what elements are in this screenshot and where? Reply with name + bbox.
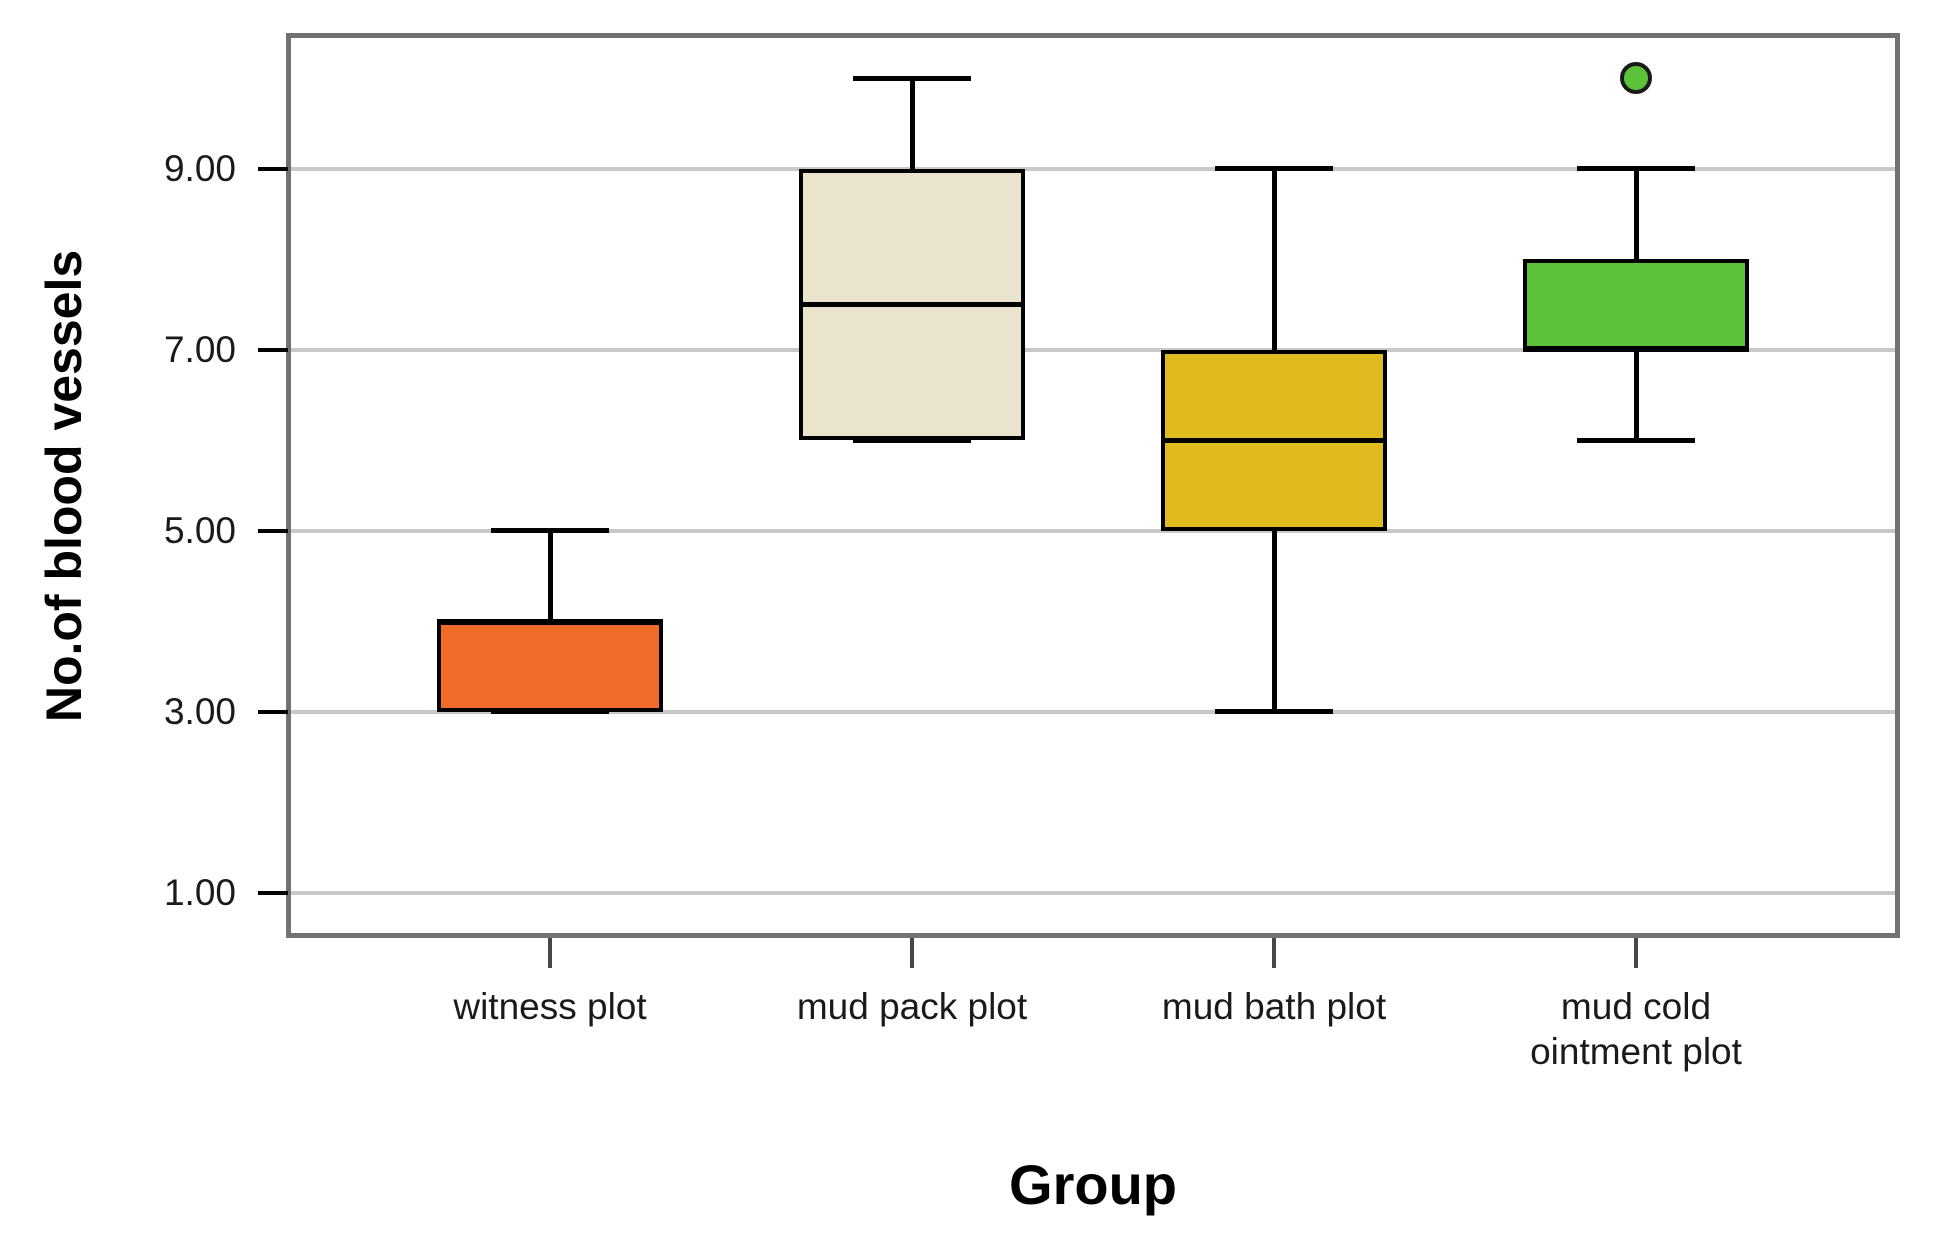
y-axis-tick — [258, 890, 288, 895]
y-gridline — [291, 528, 1895, 533]
whisker-cap-max — [1577, 166, 1695, 172]
whisker-cap-min — [853, 437, 971, 443]
plot-area-frame — [286, 33, 1900, 938]
y-gridline — [291, 166, 1895, 171]
median-line — [799, 302, 1025, 307]
y-tick-label: 5.00 — [163, 509, 236, 551]
whisker-cap-min — [1215, 709, 1333, 715]
whisker-cap-max — [491, 528, 609, 534]
median-line — [437, 618, 663, 624]
x-axis-tick — [910, 938, 914, 968]
box-1 — [437, 621, 663, 712]
x-axis-tick — [1634, 938, 1638, 968]
x-axis-title: Group — [1009, 1153, 1177, 1216]
median-line — [1523, 347, 1749, 353]
y-tick-label: 3.00 — [163, 690, 236, 732]
y-axis-title: No.of blood vessels — [36, 249, 92, 722]
whisker-cap-max — [1215, 166, 1333, 172]
x-category-label: mud bath plot — [1161, 986, 1387, 1027]
y-tick-label: 9.00 — [163, 147, 236, 189]
y-gridline — [291, 347, 1895, 352]
y-axis-tick — [258, 347, 288, 352]
y-gridline — [291, 890, 1895, 895]
x-axis-tick — [1272, 938, 1276, 968]
median-line — [1161, 437, 1387, 443]
x-category-label: witness plot — [453, 986, 647, 1027]
x-category-label: mud cold ointment plot — [1530, 986, 1742, 1072]
x-axis-tick — [548, 938, 552, 968]
whisker-cap-max — [853, 75, 971, 81]
y-tick-label: 7.00 — [163, 328, 236, 370]
outlier-point — [1620, 62, 1652, 95]
y-tick-label: 1.00 — [163, 871, 236, 913]
x-category-label: mud pack plot — [796, 986, 1028, 1027]
y-gridline — [291, 709, 1895, 714]
whisker-cap-min — [1577, 437, 1695, 443]
y-axis-tick — [258, 709, 288, 714]
y-axis-tick — [258, 166, 288, 171]
y-axis-tick — [258, 528, 288, 533]
whisker-cap-min — [491, 709, 609, 715]
